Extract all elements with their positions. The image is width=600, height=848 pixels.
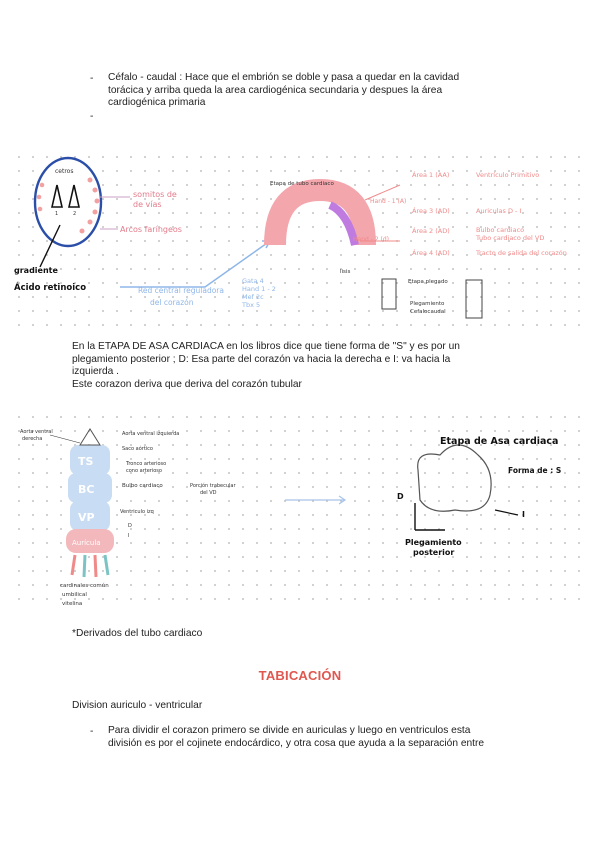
- cetros-label: cetros: [55, 168, 73, 175]
- svg-text:Saco aórtico: Saco aórtico: [122, 445, 153, 452]
- somitos-label: somitos de: [133, 190, 177, 199]
- embryology-diagram-1: cetros 1 2 gradiente Ácido retinoico som…: [14, 156, 567, 319]
- etapa-asa-label: Etapa de Asa cardiaca: [440, 436, 558, 447]
- svg-text:I: I: [128, 533, 129, 539]
- svg-text:D: D: [128, 523, 132, 529]
- svg-text:umbilical: umbilical: [62, 592, 87, 598]
- subsection-title: Division auriculo - ventricular: [72, 700, 203, 711]
- svg-text:Hand - 2 (d): Hand - 2 (d): [353, 236, 389, 243]
- svg-text:I: I: [522, 510, 525, 519]
- svg-text:Ventriculo izq: Ventriculo izq: [120, 509, 154, 515]
- svg-text:del VD: del VD: [200, 490, 217, 496]
- svg-text:Área 1 (AA): Área 1 (AA): [412, 170, 449, 179]
- arcos-faringeos-label: Arcos faríngeos: [120, 225, 182, 234]
- svg-text:1: 1: [55, 211, 58, 217]
- asa-cardiaca-paragraph: En la ETAPA DE ASA CARDIACA en los libro…: [72, 341, 460, 390]
- svg-text:Área 3 (AD): Área 3 (AD): [412, 206, 450, 215]
- embryo-disc: [33, 156, 103, 248]
- svg-text:Área 2 (AD): Área 2 (AD): [412, 226, 450, 235]
- svg-text:Porción trabecular: Porción trabecular: [190, 482, 236, 489]
- heart-tube-arch: [264, 178, 376, 246]
- svg-text:Tracto de salida del corazón: Tracto de salida del corazón: [475, 249, 567, 257]
- bullet-dash-empty: -: [90, 111, 94, 122]
- svg-text:Tbx 5: Tbx 5: [241, 301, 260, 309]
- svg-text:Tronco arterioso: Tronco arterioso: [125, 461, 166, 467]
- svg-text:Auriculas D - I: Auriculas D - I: [476, 207, 521, 215]
- s-loop-heart: [417, 444, 492, 512]
- svg-text:D: D: [397, 492, 404, 501]
- bullet-dash: -: [90, 73, 94, 84]
- bullet-dash-final: -: [90, 726, 94, 737]
- svg-text:Hand - 1 (A): Hand - 1 (A): [370, 198, 406, 205]
- heart-tube-drawing: [66, 428, 114, 578]
- svg-text:del corazón: del corazón: [150, 298, 194, 307]
- svg-text:Plegamiento: Plegamiento: [410, 301, 445, 307]
- svg-text:Etapa plegado: Etapa plegado: [408, 279, 448, 285]
- section-title: TABICACIÓN: [258, 668, 342, 683]
- svg-text:Hand 1 - 2: Hand 1 - 2: [242, 285, 276, 293]
- svg-text:cono arterioso: cono arterioso: [126, 468, 162, 474]
- svg-text:lisis: lisis: [340, 269, 350, 275]
- svg-text:derecha: derecha: [22, 436, 42, 442]
- acido-retinoico-label: Ácido retinoico: [14, 281, 86, 293]
- svg-text:Forma de : S: Forma de : S: [508, 466, 561, 475]
- svg-text:vitelina: vitelina: [62, 601, 82, 607]
- svg-text:TS: TS: [78, 455, 94, 468]
- gradiente-label: gradiente: [14, 266, 58, 275]
- svg-text:Plegamiento: Plegamiento: [405, 538, 462, 547]
- svg-text:posterior: posterior: [413, 548, 454, 557]
- svg-text:Gata 4: Gata 4: [242, 277, 264, 285]
- svg-text:de vías: de vías: [133, 200, 162, 209]
- svg-text:Ventrículo Primitivo: Ventrículo Primitivo: [476, 171, 539, 179]
- svg-text:BC: BC: [78, 483, 94, 496]
- dotted-grid-1: [12, 150, 590, 328]
- figure-caption: *Derivados del tubo cardiaco: [72, 628, 203, 639]
- svg-text:cardinales común: cardinales común: [60, 582, 109, 589]
- svg-text:Mef 2c: Mef 2c: [242, 293, 264, 301]
- svg-text:2: 2: [73, 211, 76, 217]
- svg-text:Bulbo cardiaco: Bulbo cardiaco: [476, 226, 524, 234]
- final-paragraph: Para dividir el corazon primero se divid…: [108, 725, 485, 749]
- svg-text:VP: VP: [78, 511, 95, 524]
- svg-text:Aorta ventral izquierda: Aorta ventral izquierda: [122, 431, 179, 437]
- intro-bullet-1: Céfalo - caudal : Hace que el embrión se…: [108, 72, 460, 109]
- svg-text:Cefalocaudal: Cefalocaudal: [410, 309, 446, 315]
- svg-text:Área 4 (AD): Área 4 (AD): [412, 248, 450, 257]
- heart-tube-derivatives-diagram: TS BC VP Aurícula Aorta ventral derecha …: [20, 428, 561, 607]
- svg-text:Etapa de tubo cardiaco: Etapa de tubo cardiaco: [270, 181, 334, 187]
- red-central-label: Red central reguladora: [138, 286, 224, 295]
- svg-text:Tubo cardiaco del VD: Tubo cardiaco del VD: [475, 234, 544, 242]
- svg-text:Aurícula: Aurícula: [72, 539, 101, 547]
- svg-text:Aorta ventral: Aorta ventral: [20, 429, 53, 435]
- svg-text:Bulbo cardiaco: Bulbo cardiaco: [122, 483, 163, 489]
